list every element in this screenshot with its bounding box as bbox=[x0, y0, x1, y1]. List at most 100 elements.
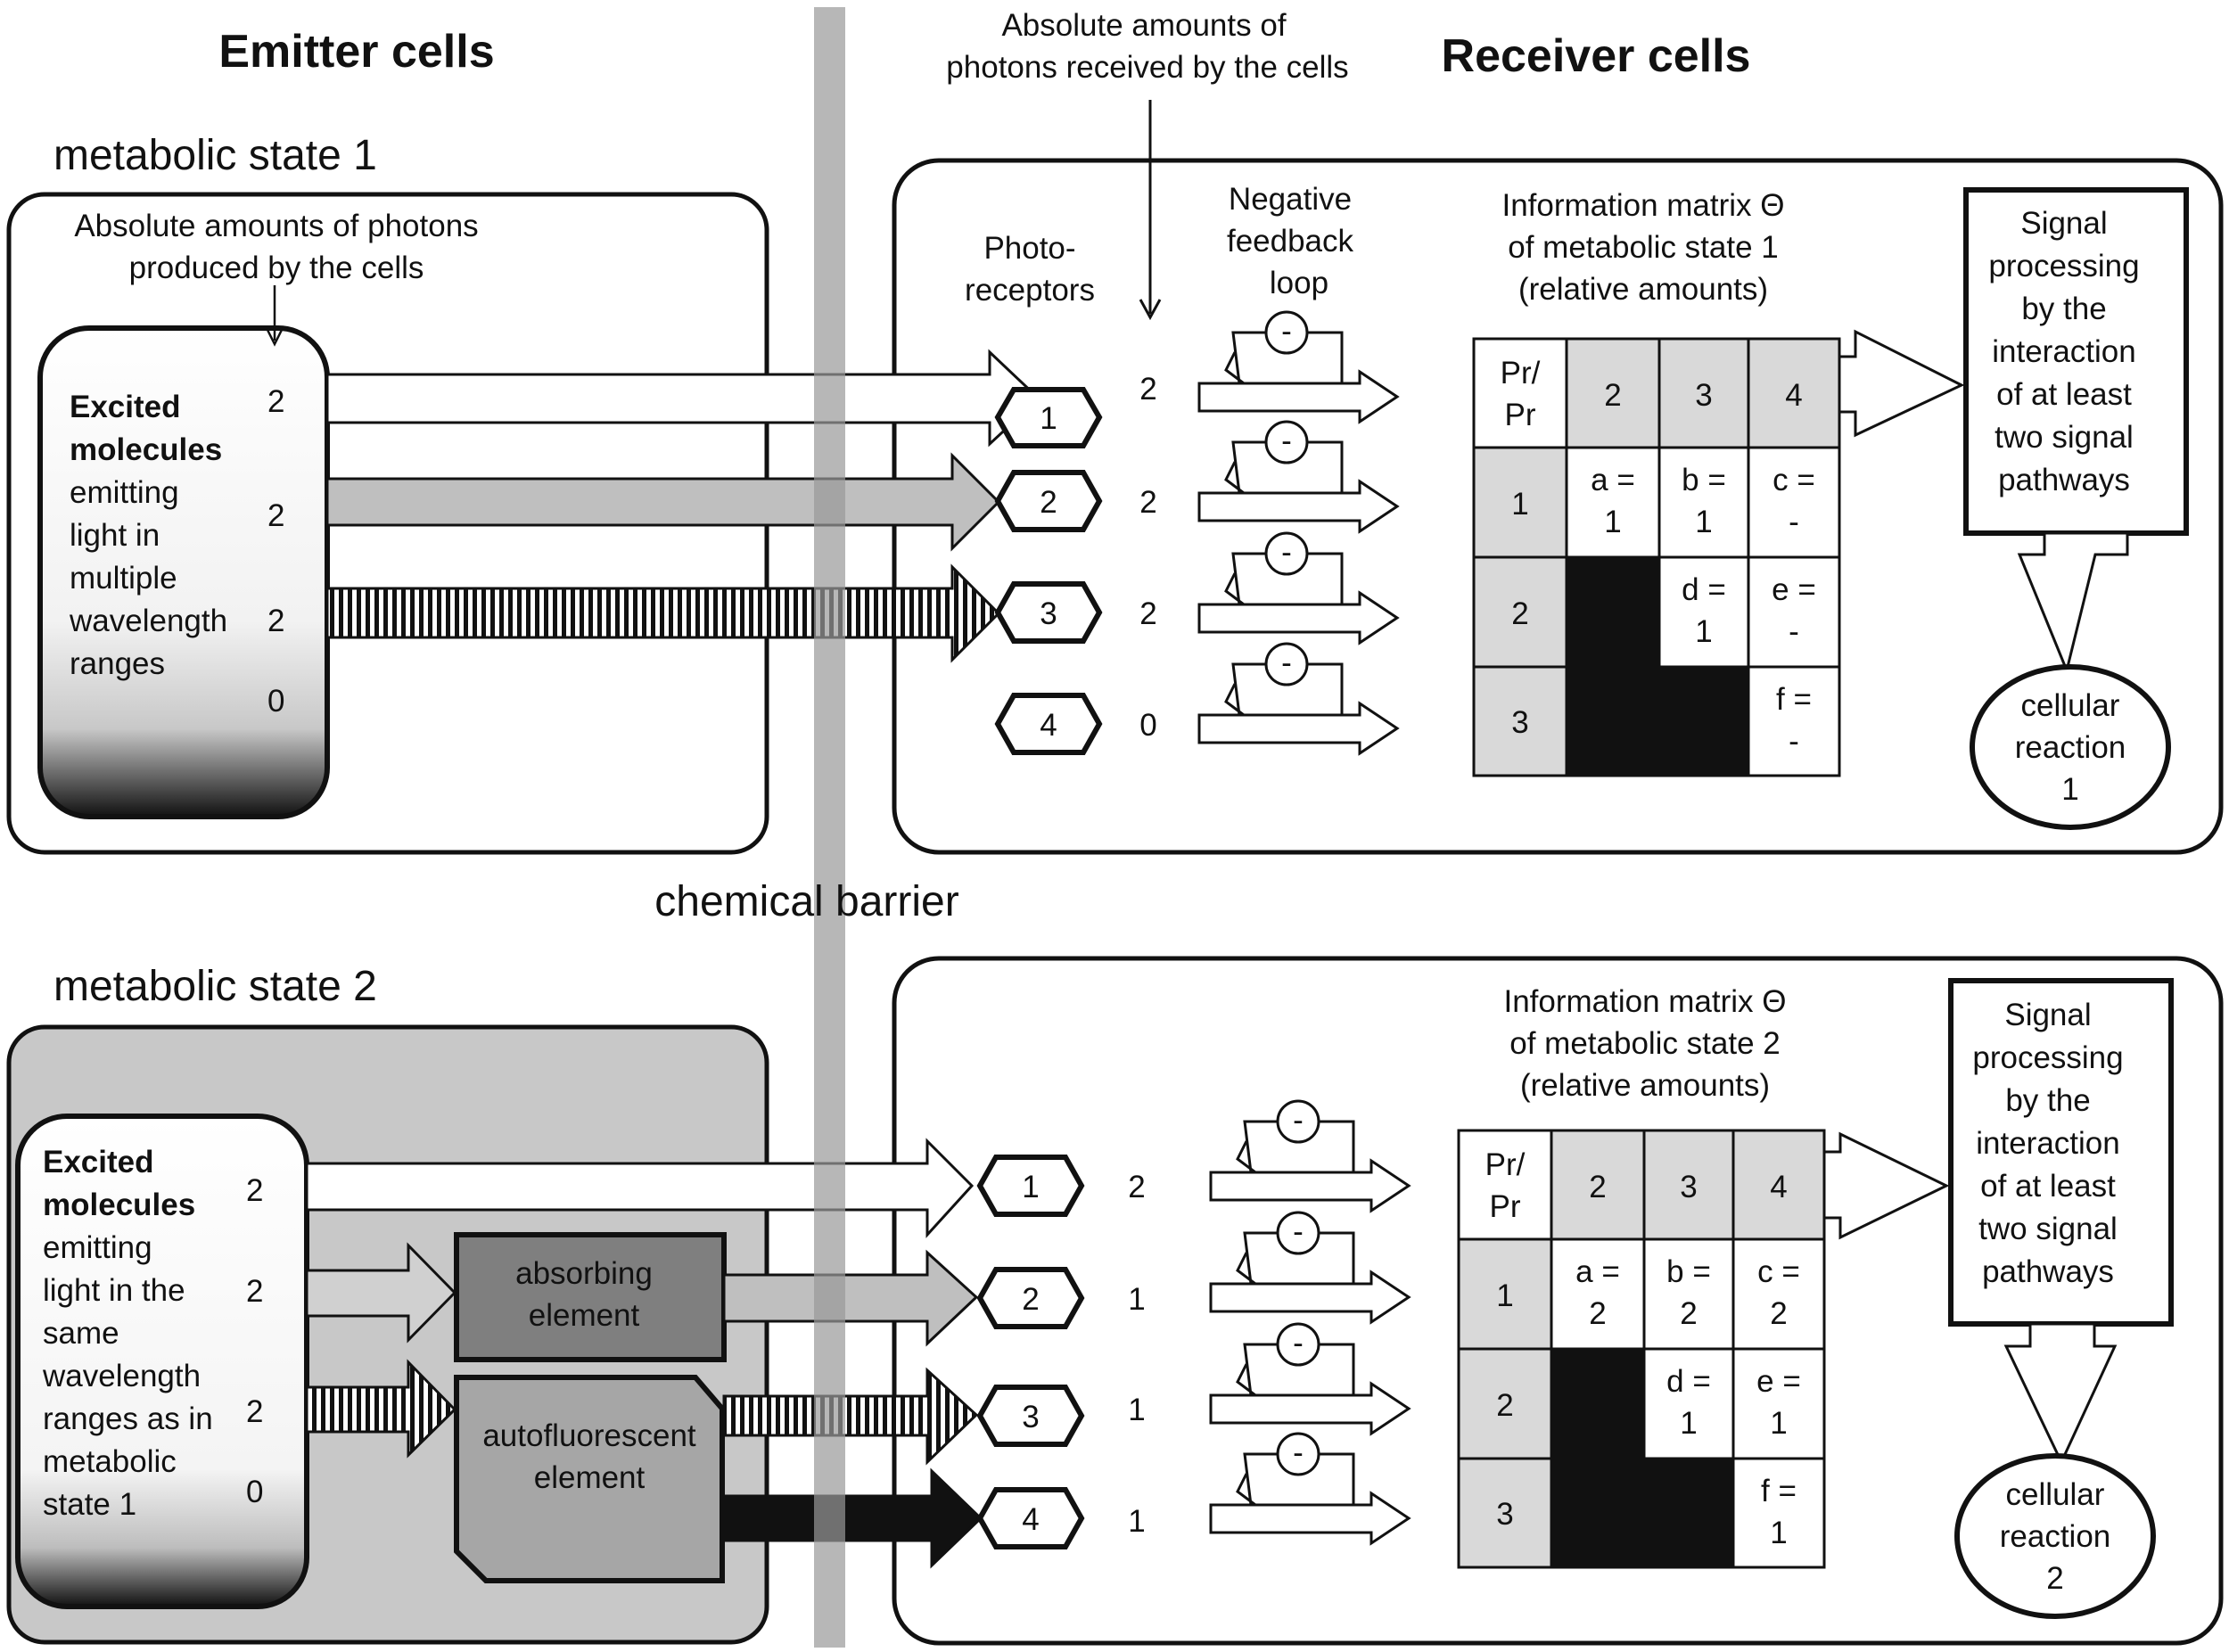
svg-text:2: 2 bbox=[267, 498, 284, 533]
svg-text:two signal: two signal bbox=[1995, 420, 2134, 455]
svg-text:of at least: of at least bbox=[1996, 377, 2132, 412]
svg-text:state 1: state 1 bbox=[43, 1487, 136, 1522]
svg-text:Signal: Signal bbox=[2004, 998, 2091, 1032]
svg-text:3: 3 bbox=[1496, 1497, 1513, 1532]
svg-text:processing: processing bbox=[1972, 1040, 2123, 1075]
excited-molecules-cell-state2 bbox=[15, 1114, 309, 1609]
reaction-2-line2: reaction bbox=[2000, 1519, 2111, 1554]
svg-text:1: 1 bbox=[1695, 614, 1712, 649]
state2-title: metabolic state 2 bbox=[53, 963, 377, 1010]
svg-text:f =: f = bbox=[1761, 1474, 1797, 1508]
svg-text:2: 2 bbox=[1511, 596, 1528, 631]
receptor-1-state1: 1 bbox=[994, 387, 1103, 448]
svg-text:molecules: molecules bbox=[70, 432, 222, 467]
svg-text:pathways: pathways bbox=[1982, 1254, 2114, 1289]
svg-text:metabolic: metabolic bbox=[43, 1444, 177, 1479]
svg-text:1: 1 bbox=[1128, 1393, 1145, 1427]
svg-text:-: - bbox=[1293, 1103, 1304, 1138]
svg-text:-: - bbox=[1789, 724, 1799, 759]
svg-text:1: 1 bbox=[1695, 505, 1712, 539]
svg-text:1: 1 bbox=[1680, 1406, 1697, 1441]
svg-text:by the: by the bbox=[2021, 292, 2106, 326]
svg-text:wavelength: wavelength bbox=[42, 1359, 201, 1393]
svg-text:pathways: pathways bbox=[1998, 463, 2130, 497]
svg-text:1: 1 bbox=[1770, 1406, 1787, 1441]
svg-text:1: 1 bbox=[1604, 505, 1621, 539]
svg-text:3: 3 bbox=[1680, 1170, 1697, 1204]
svg-text:molecules: molecules bbox=[43, 1188, 195, 1222]
svg-text:a =: a = bbox=[1591, 463, 1635, 497]
autofluorescent-element bbox=[454, 1375, 725, 1583]
svg-text:interaction: interaction bbox=[1976, 1126, 2119, 1161]
svg-text:f =: f = bbox=[1776, 682, 1812, 717]
svg-text:ranges: ranges bbox=[70, 646, 165, 681]
svg-text:Pr/: Pr/ bbox=[1485, 1147, 1526, 1182]
svg-text:4: 4 bbox=[1785, 378, 1802, 413]
svg-text:two signal: two signal bbox=[1978, 1212, 2118, 1246]
svg-text:0: 0 bbox=[267, 684, 284, 719]
svg-text:1: 1 bbox=[1770, 1516, 1787, 1550]
svg-text:-: - bbox=[1293, 1214, 1304, 1249]
svg-text:2: 2 bbox=[1770, 1296, 1787, 1331]
svg-text:d =: d = bbox=[1666, 1364, 1711, 1399]
information-matrix-state2: Pr/ Pr 2 3 4 1 2 3 a = 2 b = 2 c = 2 d =… bbox=[1457, 1129, 1826, 1569]
svg-text:-: - bbox=[1281, 423, 1292, 458]
svg-text:1: 1 bbox=[1496, 1278, 1513, 1313]
receptor-2-state2: 2 bbox=[976, 1267, 1085, 1329]
svg-text:3: 3 bbox=[1695, 378, 1712, 413]
svg-text:processing: processing bbox=[1988, 249, 2139, 284]
emission-arrow-gray-2a bbox=[305, 1242, 457, 1344]
signal-processing-box-state2 bbox=[1948, 978, 2174, 1327]
svg-text:2: 2 bbox=[267, 384, 284, 419]
cellular-reaction-2 bbox=[1954, 1453, 2156, 1619]
feedback-loop-state2-3: - bbox=[1209, 1322, 1411, 1436]
svg-text:2: 2 bbox=[1022, 1282, 1039, 1317]
svg-text:Pr: Pr bbox=[1490, 1189, 1521, 1224]
signal-processing-text-state1: Signal processing by the interaction of … bbox=[1988, 206, 2139, 497]
svg-text:3: 3 bbox=[1040, 596, 1057, 631]
emission-arrow-striped-2a bbox=[305, 1359, 457, 1459]
svg-text:-: - bbox=[1281, 535, 1292, 570]
receptor-1-state2: 1 bbox=[976, 1155, 1085, 1217]
svg-text:2: 2 bbox=[267, 604, 284, 638]
svg-text:2: 2 bbox=[1040, 485, 1057, 520]
receptor-4-state2: 4 bbox=[976, 1487, 1085, 1549]
cellular-reaction-1 bbox=[1970, 664, 2171, 830]
svg-text:2: 2 bbox=[1139, 485, 1156, 520]
feedback-loop-state2-2: - bbox=[1209, 1211, 1411, 1325]
emission-arrow-white-2 bbox=[305, 1138, 975, 1238]
reaction-1-line2: reaction bbox=[2015, 730, 2126, 765]
emission-arrow-gray-2b bbox=[722, 1249, 979, 1347]
received-note-line2: photons received by the cells bbox=[946, 50, 1348, 85]
svg-text:-: - bbox=[1281, 314, 1292, 349]
feedback-loop-state2-1: - bbox=[1209, 1099, 1411, 1213]
reaction-2-line1: cellular bbox=[2006, 1477, 2105, 1512]
svg-text:interaction: interaction bbox=[1992, 334, 2135, 369]
chemical-barrier-label: chemical barrier bbox=[654, 878, 958, 925]
matrix-title-state2-line3: (relative amounts) bbox=[1520, 1068, 1770, 1103]
svg-text:Excited: Excited bbox=[70, 390, 181, 424]
svg-text:1: 1 bbox=[1128, 1282, 1145, 1317]
svg-text:e =: e = bbox=[1756, 1364, 1801, 1399]
received-note-line1: Absolute amounts of bbox=[1001, 8, 1286, 43]
svg-text:2: 2 bbox=[1680, 1296, 1697, 1331]
svg-text:wavelength: wavelength bbox=[69, 604, 227, 638]
svg-text:Pr: Pr bbox=[1505, 398, 1536, 432]
autofluorescent-label-line1: autofluorescent bbox=[482, 1418, 696, 1453]
absorbing-label-line1: absorbing bbox=[515, 1256, 653, 1291]
svg-text:same: same bbox=[43, 1316, 119, 1351]
matrix-to-signal-arrow-state2 bbox=[1822, 1131, 1950, 1240]
signal-to-reaction-arrow-state1 bbox=[2017, 531, 2129, 675]
feedback-loop-state1-3: - bbox=[1197, 531, 1400, 645]
autofluorescent-label-line2: element bbox=[534, 1460, 646, 1495]
matrix-title-state2-line2: of metabolic state 2 bbox=[1509, 1026, 1781, 1061]
information-matrix-state1: Pr/ Pr 2 3 4 1 2 3 a = 1 b = 1 c = - d =… bbox=[1472, 337, 1841, 777]
svg-text:Signal: Signal bbox=[2020, 206, 2107, 241]
feedback-loop-state1-2: - bbox=[1197, 420, 1400, 534]
excited-text-state1: Excited molecules emitting light in mult… bbox=[69, 390, 227, 681]
svg-text:3: 3 bbox=[1022, 1400, 1039, 1434]
svg-text:Pr/: Pr/ bbox=[1501, 356, 1541, 390]
emission-arrow-black-2 bbox=[722, 1467, 983, 1569]
